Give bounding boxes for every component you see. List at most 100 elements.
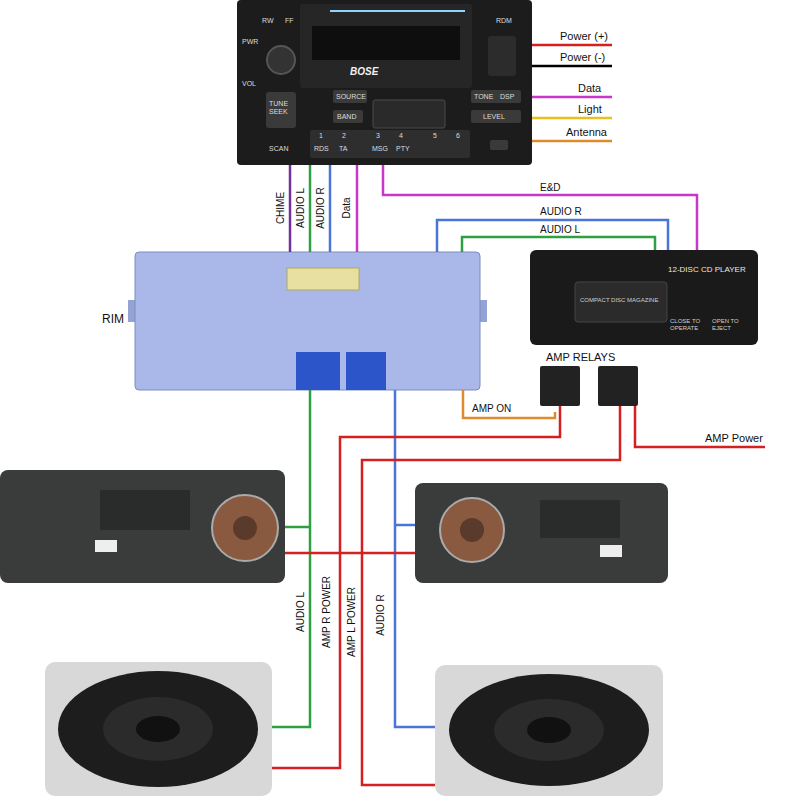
- rim-module-picture-part: [135, 252, 480, 390]
- amp-module-left-part: [0, 470, 285, 583]
- panel-label: RDS: [314, 145, 329, 153]
- head-unit-picture-part: [373, 100, 445, 128]
- wire: [289, 165, 292, 252]
- head-unit-wires-part: [532, 140, 612, 143]
- relay-group: AMP RELAYS: [530, 350, 655, 412]
- panel-label: FF: [285, 17, 294, 25]
- amp-module-left-part: [95, 540, 117, 552]
- rim-module-picture-part: [287, 268, 359, 290]
- speaker-wires-part: [272, 390, 310, 727]
- amp-module-left-part: [212, 495, 278, 561]
- head-unit-wires-part: [532, 44, 612, 47]
- wire-label: AMP Power: [705, 432, 763, 444]
- panel-label: LEVEL: [483, 113, 505, 121]
- head-unit-picture-part: [330, 10, 465, 12]
- cd-changer-picture-part: [530, 250, 758, 345]
- amp-module-left-part: [233, 516, 257, 540]
- panel-label: CLOSE TO OPERATE: [670, 318, 706, 331]
- signal-label: E&D: [540, 182, 561, 193]
- speaker-left-part: [136, 716, 180, 742]
- amp-module-right: [415, 483, 668, 583]
- panel-label: 5: [433, 132, 437, 140]
- head-unit-picture-part: [488, 36, 516, 76]
- head-unit-picture-part: [267, 46, 295, 74]
- part-heading: AMP RELAYS: [546, 351, 615, 363]
- head-unit-picture-part: [471, 90, 521, 103]
- wire: [463, 390, 555, 418]
- cd-changer-picture-part: [575, 282, 667, 322]
- rim-module-picture-part: [346, 352, 386, 390]
- speaker-wires-part: [362, 406, 620, 785]
- wire-label: AMP L POWER: [346, 587, 357, 657]
- speaker-wires-part: [635, 406, 765, 447]
- head-unit-picture-part: [333, 110, 363, 123]
- panel-label: 4: [399, 132, 403, 140]
- head-unit-picture-part: [237, 0, 532, 165]
- panel-label: TA: [339, 145, 347, 153]
- panel-label: COMPACT DISC MAGAZINE: [580, 297, 660, 304]
- relay-picture-part: [540, 366, 580, 406]
- speaker-right-part: [527, 717, 571, 743]
- wire-label: Antenna: [566, 126, 607, 138]
- wire-label: Power (+): [560, 30, 608, 42]
- head-unit: RWFFPWRVOLBOSERDMSOURCEBANDTUNE SEEKSCAN…: [237, 0, 532, 165]
- rim-module-picture-part: [296, 352, 340, 390]
- panel-label: TONE: [474, 93, 493, 101]
- panel-label: TUNE SEEK: [269, 100, 295, 115]
- signal-label: AUDIO L: [540, 224, 580, 235]
- panel-label: RDM: [496, 17, 512, 25]
- speaker-left-part: [103, 697, 213, 761]
- wire-label: AMP R POWER: [321, 576, 332, 648]
- panel-label: DSP: [500, 93, 514, 101]
- wire: [462, 237, 655, 252]
- head-unit-picture-part: [310, 130, 470, 158]
- speaker-wires-part: [395, 524, 415, 527]
- head-unit-wires-part: [532, 96, 612, 99]
- wire-label: Light: [578, 103, 602, 115]
- panel-label: PTY: [396, 145, 410, 153]
- amp-module-right-part: [415, 483, 668, 583]
- amp-module-right-part: [440, 498, 504, 562]
- signal-label: AUDIO R: [315, 187, 326, 229]
- speaker-left-part: [45, 662, 272, 796]
- signal-label: AUDIO R: [540, 206, 582, 217]
- signal-label: AMP ON: [472, 403, 511, 414]
- speaker-left: [45, 662, 272, 796]
- head-unit-wires: [532, 45, 612, 141]
- panel-label: SCAN: [269, 145, 288, 153]
- amp-module-right-part: [540, 500, 620, 538]
- panel-label: PWR: [242, 38, 258, 46]
- cd-changer-picture: [530, 250, 758, 345]
- speaker-wires: [272, 390, 765, 785]
- head-unit-picture-part: [333, 90, 367, 103]
- panel-label: SOURCE: [336, 93, 366, 101]
- amp-module-right-part: [600, 545, 622, 557]
- wire: [309, 165, 312, 252]
- part-heading: RIM: [102, 313, 124, 326]
- amp-module-right-part: [460, 518, 484, 542]
- panel-label: BOSE: [350, 66, 378, 77]
- amp-module-left: [0, 470, 285, 583]
- wire: [437, 220, 668, 252]
- wire: [356, 165, 359, 252]
- signal-label: AUDIO L: [295, 188, 306, 228]
- panel-label: VOL: [242, 80, 256, 88]
- panel-label: RW: [262, 17, 274, 25]
- head-unit-picture-part: [471, 110, 521, 123]
- wire-label: AUDIO R: [375, 594, 386, 636]
- panel-label: 12-DISC CD PLAYER: [668, 266, 746, 275]
- panel-label: OPEN TO EJECT: [712, 318, 748, 331]
- panel-label: 1: [319, 132, 323, 140]
- amp-module-left-part: [100, 490, 190, 530]
- relay-picture-part: [598, 366, 638, 406]
- head-unit-wires-part: [532, 117, 612, 120]
- cd-changer: 12-DISC CD PLAYER COMPACT DISC MAGAZINE CL…: [530, 250, 758, 345]
- speaker-right-part: [435, 665, 663, 796]
- panel-label: 3: [376, 132, 380, 140]
- speaker-right-part: [449, 674, 649, 786]
- relay-picture: [540, 366, 638, 406]
